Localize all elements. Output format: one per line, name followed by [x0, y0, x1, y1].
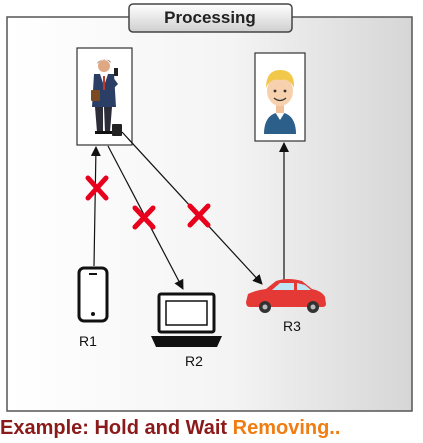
person-avatar-icon [264, 70, 296, 134]
cross-icon [187, 203, 211, 228]
cross-icon [132, 205, 156, 230]
resource-label-r3: R3 [283, 318, 301, 334]
cross-icon [85, 175, 109, 201]
businessman-icon [91, 59, 122, 136]
caption-removing-text: Removing.. [232, 417, 341, 439]
car-icon [246, 279, 326, 313]
process-card-person [254, 52, 306, 142]
processing-frame [6, 16, 413, 412]
caption: Example: Hold and Wait Removing.. [0, 414, 423, 442]
processing-title: Processing [164, 8, 256, 27]
process-card-businessman [76, 47, 133, 146]
resource-label-r2: R2 [185, 353, 203, 369]
processing-title-tab: Processing [128, 3, 293, 33]
resource-label-r1: R1 [79, 333, 97, 349]
smartphone-icon [77, 266, 109, 323]
laptop-icon [151, 292, 222, 347]
caption-example-text: Example: Hold and Wait [0, 417, 233, 439]
arrow-r1-to-businessman [90, 146, 101, 267]
